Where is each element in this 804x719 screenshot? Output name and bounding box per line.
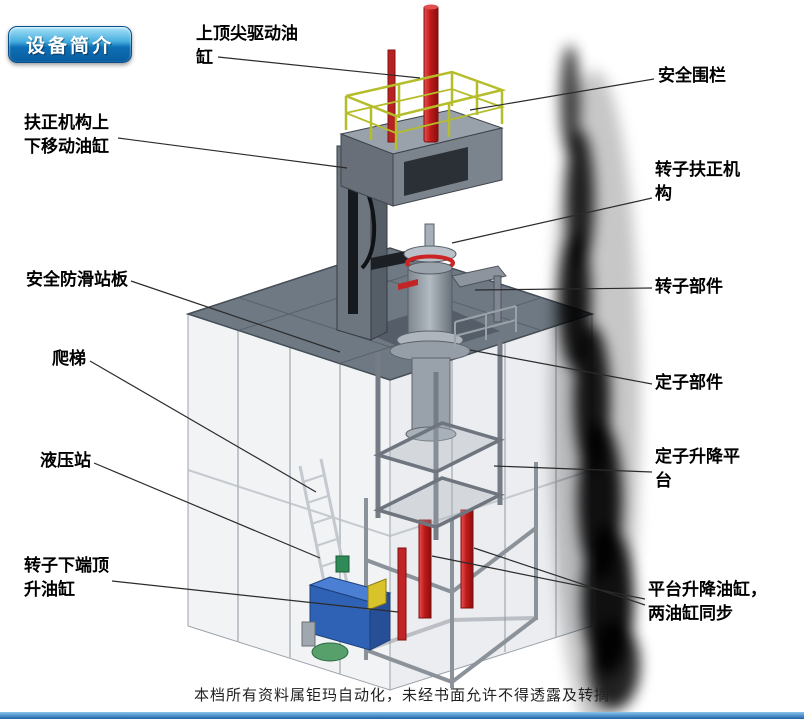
label-stator-lift-platform: 定子升降平台: [655, 447, 740, 491]
label-rotor-centering-mech: 转子扶正机构: [655, 160, 740, 204]
label-rotor-part: 转子部件: [655, 277, 723, 296]
platform-lift-cylinders-drawing: [418, 509, 474, 619]
label-platform-lift-cylinders: 平台升降油缸，两油缸同步: [648, 580, 767, 624]
label-stator-part: 定子部件: [655, 373, 723, 392]
hydraulic-station-drawing: [301, 555, 392, 662]
bottom-accent-bar: [0, 712, 804, 719]
label-rotor-bottom-jack-cylinder: 转子下端顶升油缸: [24, 556, 109, 600]
label-top-tip-drive-cylinder: 上顶尖驱动油缸: [196, 24, 298, 68]
rotor-drawing: [389, 223, 471, 362]
stator-lift-tower-drawing: [373, 340, 505, 540]
press-head-drawing: [339, 109, 504, 207]
lower-support-frame: [364, 462, 538, 688]
rotor-centering-drawing: [398, 265, 517, 348]
footer-watermark: 本档所有资料属钜玛自动化，未经书面允许不得透露及转摘: [193, 687, 610, 704]
label-centering-mech-cylinder: 扶正机构上下移动油缸: [24, 113, 109, 157]
pit-internals: [298, 458, 538, 688]
safety-fence-drawing: [344, 70, 507, 150]
label-anti-slip-platform: 安全防滑站板: [26, 270, 128, 289]
label-safety-fence: 安全围栏: [658, 66, 726, 85]
rotor-jack-cylinder-drawing: [397, 547, 407, 641]
label-hydraulic-station: 液压站: [40, 451, 91, 470]
title-badge: 设备简介: [8, 26, 132, 63]
label-ladder: 爬梯: [52, 349, 86, 368]
leader-lines: [89, 56, 655, 613]
smoke-artifact: [550, 45, 640, 719]
